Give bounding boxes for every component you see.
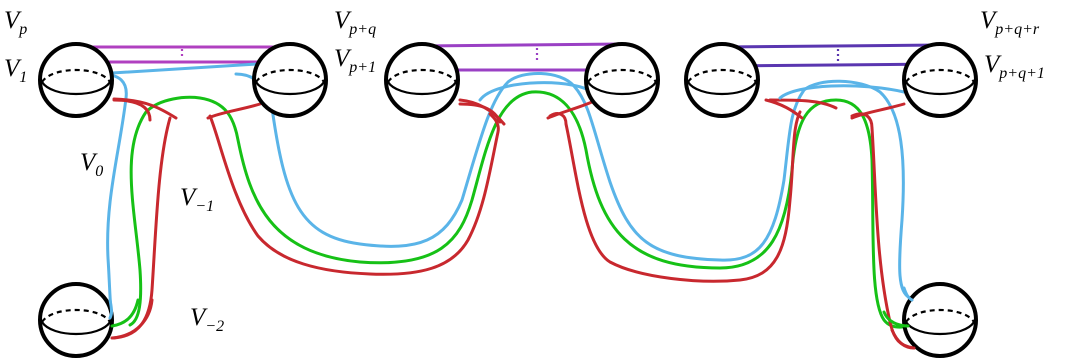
curve-red-connector-5 xyxy=(764,98,804,120)
spheres xyxy=(38,42,978,358)
curve-red-connector-2 xyxy=(206,102,262,120)
label-v-2: V−2 xyxy=(190,304,224,335)
label-v1: V1 xyxy=(4,55,27,86)
blue-end-left xyxy=(108,298,113,320)
red-end-right xyxy=(890,328,916,350)
green-end-right xyxy=(882,310,910,328)
labels: Vp V1 Vp+q Vp+1 Vp+q+r Vp+q+1 V0 V−1 V−2 xyxy=(4,7,1045,335)
label-v0: V0 xyxy=(80,149,103,180)
curve-v-2-red xyxy=(112,98,916,350)
sphere-top-6 xyxy=(902,42,978,118)
sphere-top-2 xyxy=(252,42,328,118)
label-vp1: Vp+1 xyxy=(334,45,376,76)
label-vpq1: Vp+q+1 xyxy=(984,51,1045,82)
label-vp: Vp xyxy=(4,7,27,38)
sphere-top-5 xyxy=(684,42,760,118)
label-vpqr: Vp+q+r xyxy=(980,7,1040,38)
sphere-bottom-2 xyxy=(902,282,978,358)
sphere-top-4 xyxy=(584,42,660,118)
curve-red-connector-3 xyxy=(458,98,506,126)
curve-blue-hook-3 xyxy=(778,84,906,100)
curve-red-connector-6 xyxy=(850,102,906,120)
label-v-1: V−1 xyxy=(180,184,214,215)
curve-red-connector-1 xyxy=(112,97,178,120)
green-end-left xyxy=(110,298,140,328)
label-vpq: Vp+q xyxy=(334,7,376,38)
strand-top-2a xyxy=(420,42,624,48)
sphere-bottom-1 xyxy=(38,282,114,358)
strand-top-3a xyxy=(720,43,942,49)
sphere-top-3 xyxy=(384,42,460,118)
strand-top-3b xyxy=(720,62,942,68)
sphere-top-1 xyxy=(38,42,114,118)
red-end-left xyxy=(110,298,154,340)
curve-red-connector-4 xyxy=(546,100,594,120)
sphere-attachments xyxy=(108,286,916,350)
blue-end-right xyxy=(902,286,914,302)
